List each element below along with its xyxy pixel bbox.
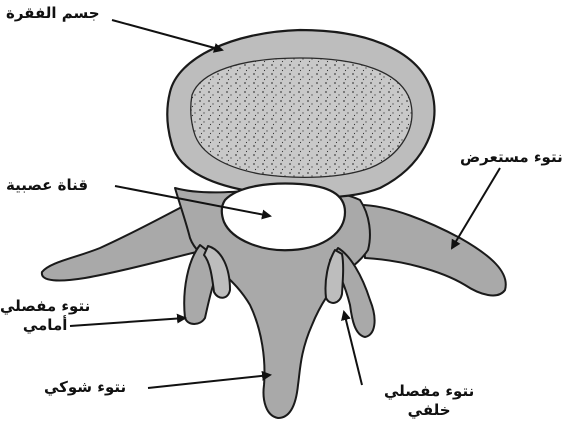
label-vertebral-body: جسم الفقرة xyxy=(6,4,100,23)
label-posterior-articular-line2: خلفي xyxy=(384,401,474,420)
label-transverse-process: نتوء مستعرض xyxy=(460,148,563,167)
label-anterior-articular: نتوء مفصلي أمامي xyxy=(0,297,90,335)
vertebral-body xyxy=(167,30,434,198)
arrow-transverse-process xyxy=(452,168,500,248)
label-posterior-articular-line1: نتوء مفصلي xyxy=(384,382,474,401)
arrow-spinous-process xyxy=(148,375,270,388)
label-spinous-process: نتوء شوكي xyxy=(44,378,126,397)
arrow-vertebral-body xyxy=(112,20,222,50)
label-anterior-articular-line1: نتوء مفصلي xyxy=(0,297,90,316)
label-anterior-articular-line2: أمامي xyxy=(0,316,90,335)
label-neural-canal: قناة عصبية xyxy=(6,176,88,195)
right-transverse-process xyxy=(360,205,506,295)
label-posterior-articular: نتوء مفصلي خلفي xyxy=(384,382,474,420)
